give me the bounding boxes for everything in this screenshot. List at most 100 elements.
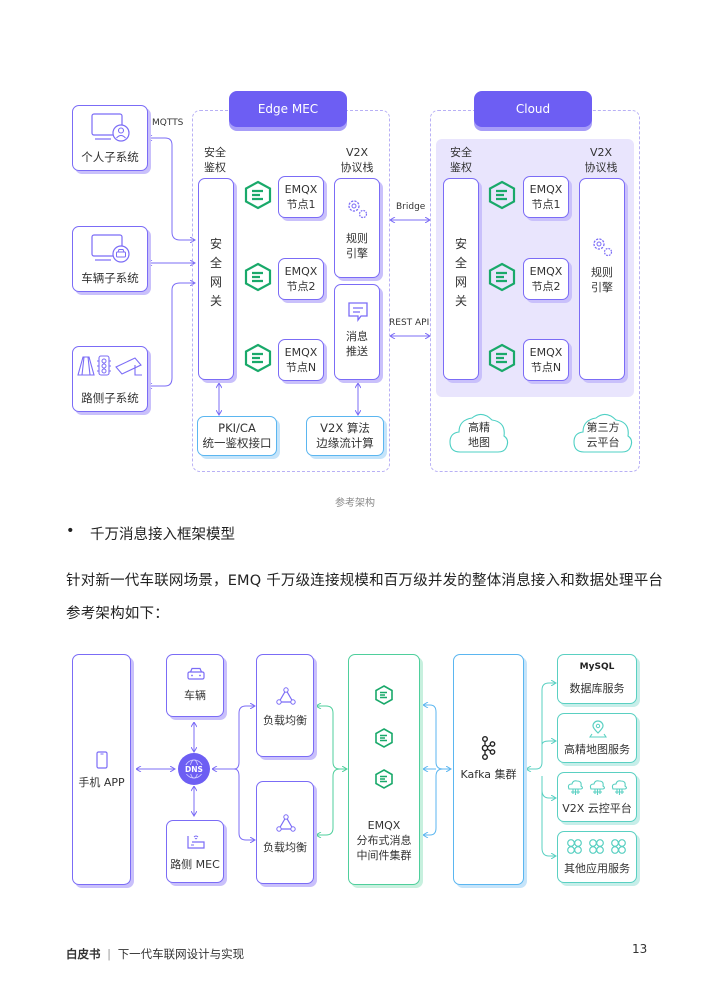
mqtts-label: MQTTS xyxy=(152,118,184,128)
rest-api-label: REST API xyxy=(389,318,430,328)
footer-title: 下一代车联网设计与实现 xyxy=(117,947,245,961)
phone-app-label: 手机 APP xyxy=(78,776,125,789)
load-balancer-2-label: 负载均衡 xyxy=(263,841,307,854)
emqx-cluster-box: EMQX 分布式消息 中间件集群 xyxy=(348,654,420,885)
dns-label: DNS xyxy=(184,764,204,774)
bullet-title: 千万消息接入框架模型 xyxy=(90,527,235,543)
cloud-rule-engine-label: 规则 引擎 xyxy=(591,266,613,294)
mysql-icon: MySQL xyxy=(579,662,615,672)
cloud-title: Cloud xyxy=(474,91,592,127)
emqx-cluster-label: EMQX 分布式消息 中间件集群 xyxy=(356,819,412,862)
emqx-node-label: EMQX 节点1 xyxy=(284,183,318,211)
emqx-node-label: EMQX 节点N xyxy=(529,346,563,374)
load-balancer-2-box: 负载均衡 xyxy=(256,781,314,884)
edge-msg-push-box: 消息 推送 xyxy=(334,284,380,380)
kafka-cluster-label: Kafka 集群 xyxy=(460,768,517,781)
paragraph-line-2: 参考架构如下： xyxy=(66,606,169,622)
emqx-logo-icon xyxy=(488,343,516,373)
map-pin-icon xyxy=(589,720,607,738)
bridge-label: Bridge xyxy=(396,202,426,212)
load-balance-icon xyxy=(276,814,296,832)
v2x-cloud-control-label: V2X 云控平台 xyxy=(562,802,632,815)
personal-subsystem-label: 个人子系统 xyxy=(81,150,139,164)
edge-mec-title: Edge MEC xyxy=(229,91,347,127)
edge-auth-heading: 安全 鉴权 xyxy=(204,146,226,174)
emqx-node-icon xyxy=(487,180,517,214)
emqx-logo-icon xyxy=(244,180,272,210)
emqx-node-box: EMQX 节点N xyxy=(278,339,324,381)
edge-v2x-heading: V2X 协议栈 xyxy=(340,146,374,174)
cloud-network-icon xyxy=(567,780,628,795)
third-party-cloud: 第三方 云平台 xyxy=(572,408,634,456)
emqx-logo-icon xyxy=(244,262,272,292)
hd-map-service-label: 高精地图服务 xyxy=(564,743,630,756)
emqx-node-icon xyxy=(243,180,273,214)
load-balance-icon xyxy=(276,687,296,705)
footer-brand: 白皮书 xyxy=(66,947,101,961)
emqx-node-label: EMQX 节点1 xyxy=(529,183,563,211)
emqx-logo-icon xyxy=(488,262,516,292)
router-icon xyxy=(187,835,205,849)
v2x-cloud-control-box: V2X 云控平台 xyxy=(557,772,637,822)
emqx-node-icon xyxy=(487,343,517,377)
emqx-node-icon xyxy=(243,343,273,377)
database-service-box: MySQL 数据库服务 xyxy=(557,654,637,704)
hd-map-cloud: 高精 地图 xyxy=(448,408,510,456)
monitor-car-icon xyxy=(91,234,130,263)
edge-rule-engine-label: 规则 引擎 xyxy=(346,232,368,260)
v2x-algo-box: V2X 算法 边缘流计算 xyxy=(306,416,384,456)
vehicle-subsystem-label: 车辆子系统 xyxy=(81,271,139,285)
cloud-shape-icon xyxy=(449,413,509,453)
roadside-devices-icon xyxy=(77,355,142,376)
footer-separator: | xyxy=(107,947,112,961)
paragraph-line-1: 针对新一代车联网场景，EMQ 千万级连接规模和百万级并发的整体消息接入和数据处理… xyxy=(66,573,664,589)
vehicle-label: 车辆 xyxy=(184,689,206,702)
cloud-security-gateway: 安全网关 xyxy=(443,178,479,380)
vehicle-box: 车辆 xyxy=(166,654,224,717)
hd-map-label: 高精 地图 xyxy=(468,421,490,449)
emqx-node-box: EMQX 节点1 xyxy=(523,176,569,218)
pki-ca-box: PKI/CA 统一鉴权接口 xyxy=(197,416,277,456)
edge-gateway-label: 安全网关 xyxy=(209,237,222,308)
emqx-node-box: EMQX 节点1 xyxy=(278,176,324,218)
bullet-dot: • xyxy=(66,523,75,539)
vehicle-subsystem-box: 车辆子系统 xyxy=(72,226,148,292)
cloud-gateway-label: 安全网关 xyxy=(454,237,467,308)
emqx-node-box: EMQX 节点2 xyxy=(278,258,324,300)
footer: 白皮书 | 下一代车联网设计与实现 xyxy=(66,946,244,962)
emqx-node-label: EMQX 节点2 xyxy=(529,265,563,293)
emqx-node-icon xyxy=(243,262,273,296)
other-services-label: 其他应用服务 xyxy=(564,862,630,875)
roadside-subsystem-label: 路侧子系统 xyxy=(81,391,139,405)
dns-node: DNS xyxy=(178,753,210,785)
cloud-auth-heading: 安全 鉴权 xyxy=(450,146,472,174)
phone-icon xyxy=(96,751,108,769)
cloud-v2x-heading: V2X 协议栈 xyxy=(584,146,618,174)
hd-map-service-box: 高精地图服务 xyxy=(557,713,637,763)
phone-app-box: 手机 APP xyxy=(72,654,131,885)
edge-rule-engine-box: 规则 引擎 xyxy=(334,178,380,278)
other-services-box: 其他应用服务 xyxy=(557,831,637,883)
edge-msg-push-label: 消息 推送 xyxy=(346,330,368,358)
cloud-rule-engine-box: 规则 引擎 xyxy=(579,178,625,380)
car-icon xyxy=(187,667,205,680)
roadside-subsystem-box: 路侧子系统 xyxy=(72,346,148,412)
emqx-logo-icon xyxy=(488,180,516,210)
message-icon xyxy=(348,302,368,322)
third-party-label: 第三方 云平台 xyxy=(586,421,620,449)
emqx-logo-icon xyxy=(375,769,393,789)
cloud-title-text: Cloud xyxy=(515,102,551,116)
pki-ca-label: PKI/CA 统一鉴权接口 xyxy=(202,421,272,450)
app-grid-icon xyxy=(567,839,626,854)
cloud-shape-icon xyxy=(573,413,633,453)
gears-icon xyxy=(348,200,368,219)
edge-security-gateway: 安全网关 xyxy=(198,178,234,380)
load-balancer-1-box: 负载均衡 xyxy=(256,654,314,757)
personal-subsystem-box: 个人子系统 xyxy=(72,105,148,171)
kafka-icon xyxy=(481,736,496,760)
edge-mec-title-text: Edge MEC xyxy=(257,102,319,116)
diagram1-caption: 参考架构 xyxy=(335,498,375,509)
gears-icon xyxy=(593,238,613,257)
monitor-user-icon xyxy=(91,113,130,142)
